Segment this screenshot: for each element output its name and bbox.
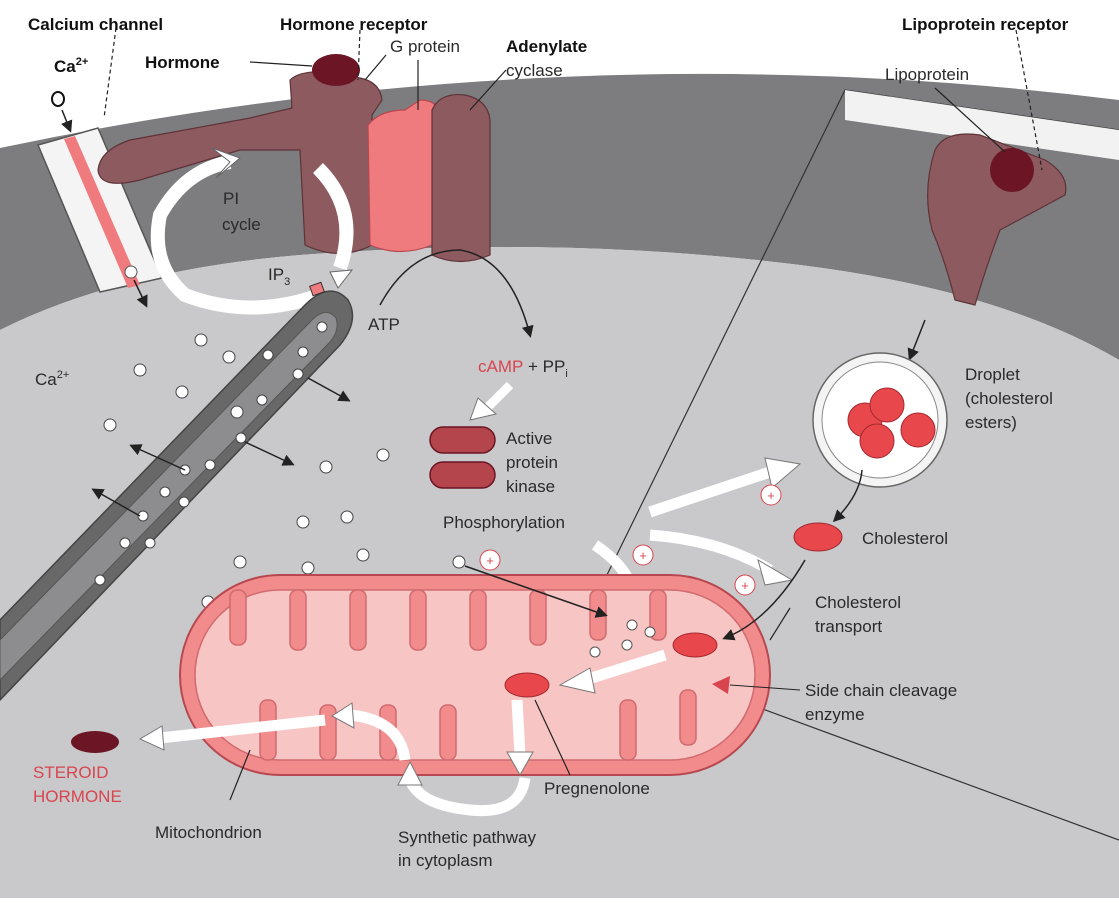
ca-ion-top [52, 92, 64, 106]
label-mitochondrion: Mitochondrion [155, 823, 262, 842]
steroid-hormone-molecule [71, 731, 119, 753]
label-calcium-channel: Calcium channel [28, 15, 163, 34]
label-cholesterol: Cholesterol [862, 529, 948, 548]
label-pregnenolone: Pregnenolone [544, 779, 650, 798]
label-pi: PI [223, 189, 239, 208]
label-steroid: STEROID [33, 763, 109, 782]
svg-text:+: + [486, 553, 494, 568]
svg-text:+: + [767, 488, 775, 503]
ca-entry-arrow [62, 110, 70, 130]
label-cyclase: cyclase [506, 61, 563, 80]
label-in-cytoplasm: in cytoplasm [398, 851, 492, 870]
label-droplet: Droplet [965, 365, 1020, 384]
label-side-chain: Side chain cleavage [805, 681, 957, 700]
cholesterol-molecule [794, 523, 842, 551]
label-active: Active [506, 429, 552, 448]
label-ca-top: Ca2+ [54, 56, 88, 76]
svg-text:+: + [639, 548, 647, 563]
label-cholesterol-transport-2: transport [815, 617, 882, 636]
label-hormone: Hormone [145, 53, 220, 72]
label-protein: protein [506, 453, 558, 472]
cholesterol-droplet [813, 353, 947, 487]
adenylate-cyclase [432, 95, 490, 262]
label-g-protein: G protein [390, 37, 460, 56]
label-esters: esters) [965, 413, 1017, 432]
label-synthetic: Synthetic pathway [398, 828, 536, 847]
label-cholesterol-paren: (cholesterol [965, 389, 1053, 408]
g-protein [368, 100, 440, 252]
label-camp: cAMP [478, 357, 523, 376]
label-hormone-receptor: Hormone receptor [280, 15, 428, 34]
label-atp: ATP [368, 315, 400, 334]
mitochondrion [180, 575, 770, 775]
label-enzyme: enzyme [805, 705, 865, 724]
label-kinase: kinase [506, 477, 555, 496]
label-cycle: cycle [222, 215, 261, 234]
label-hormone-product: HORMONE [33, 787, 122, 806]
label-lipoprotein-receptor: Lipoprotein receptor [902, 15, 1069, 34]
cytoplasm [0, 247, 1119, 898]
label-lipoprotein: Lipoprotein [885, 65, 969, 84]
label-phosphorylation: Phosphorylation [443, 513, 565, 532]
label-adenylate: Adenylate [506, 37, 587, 56]
label-cholesterol-transport-1: Cholesterol [815, 593, 901, 612]
svg-text:+: + [741, 578, 749, 593]
